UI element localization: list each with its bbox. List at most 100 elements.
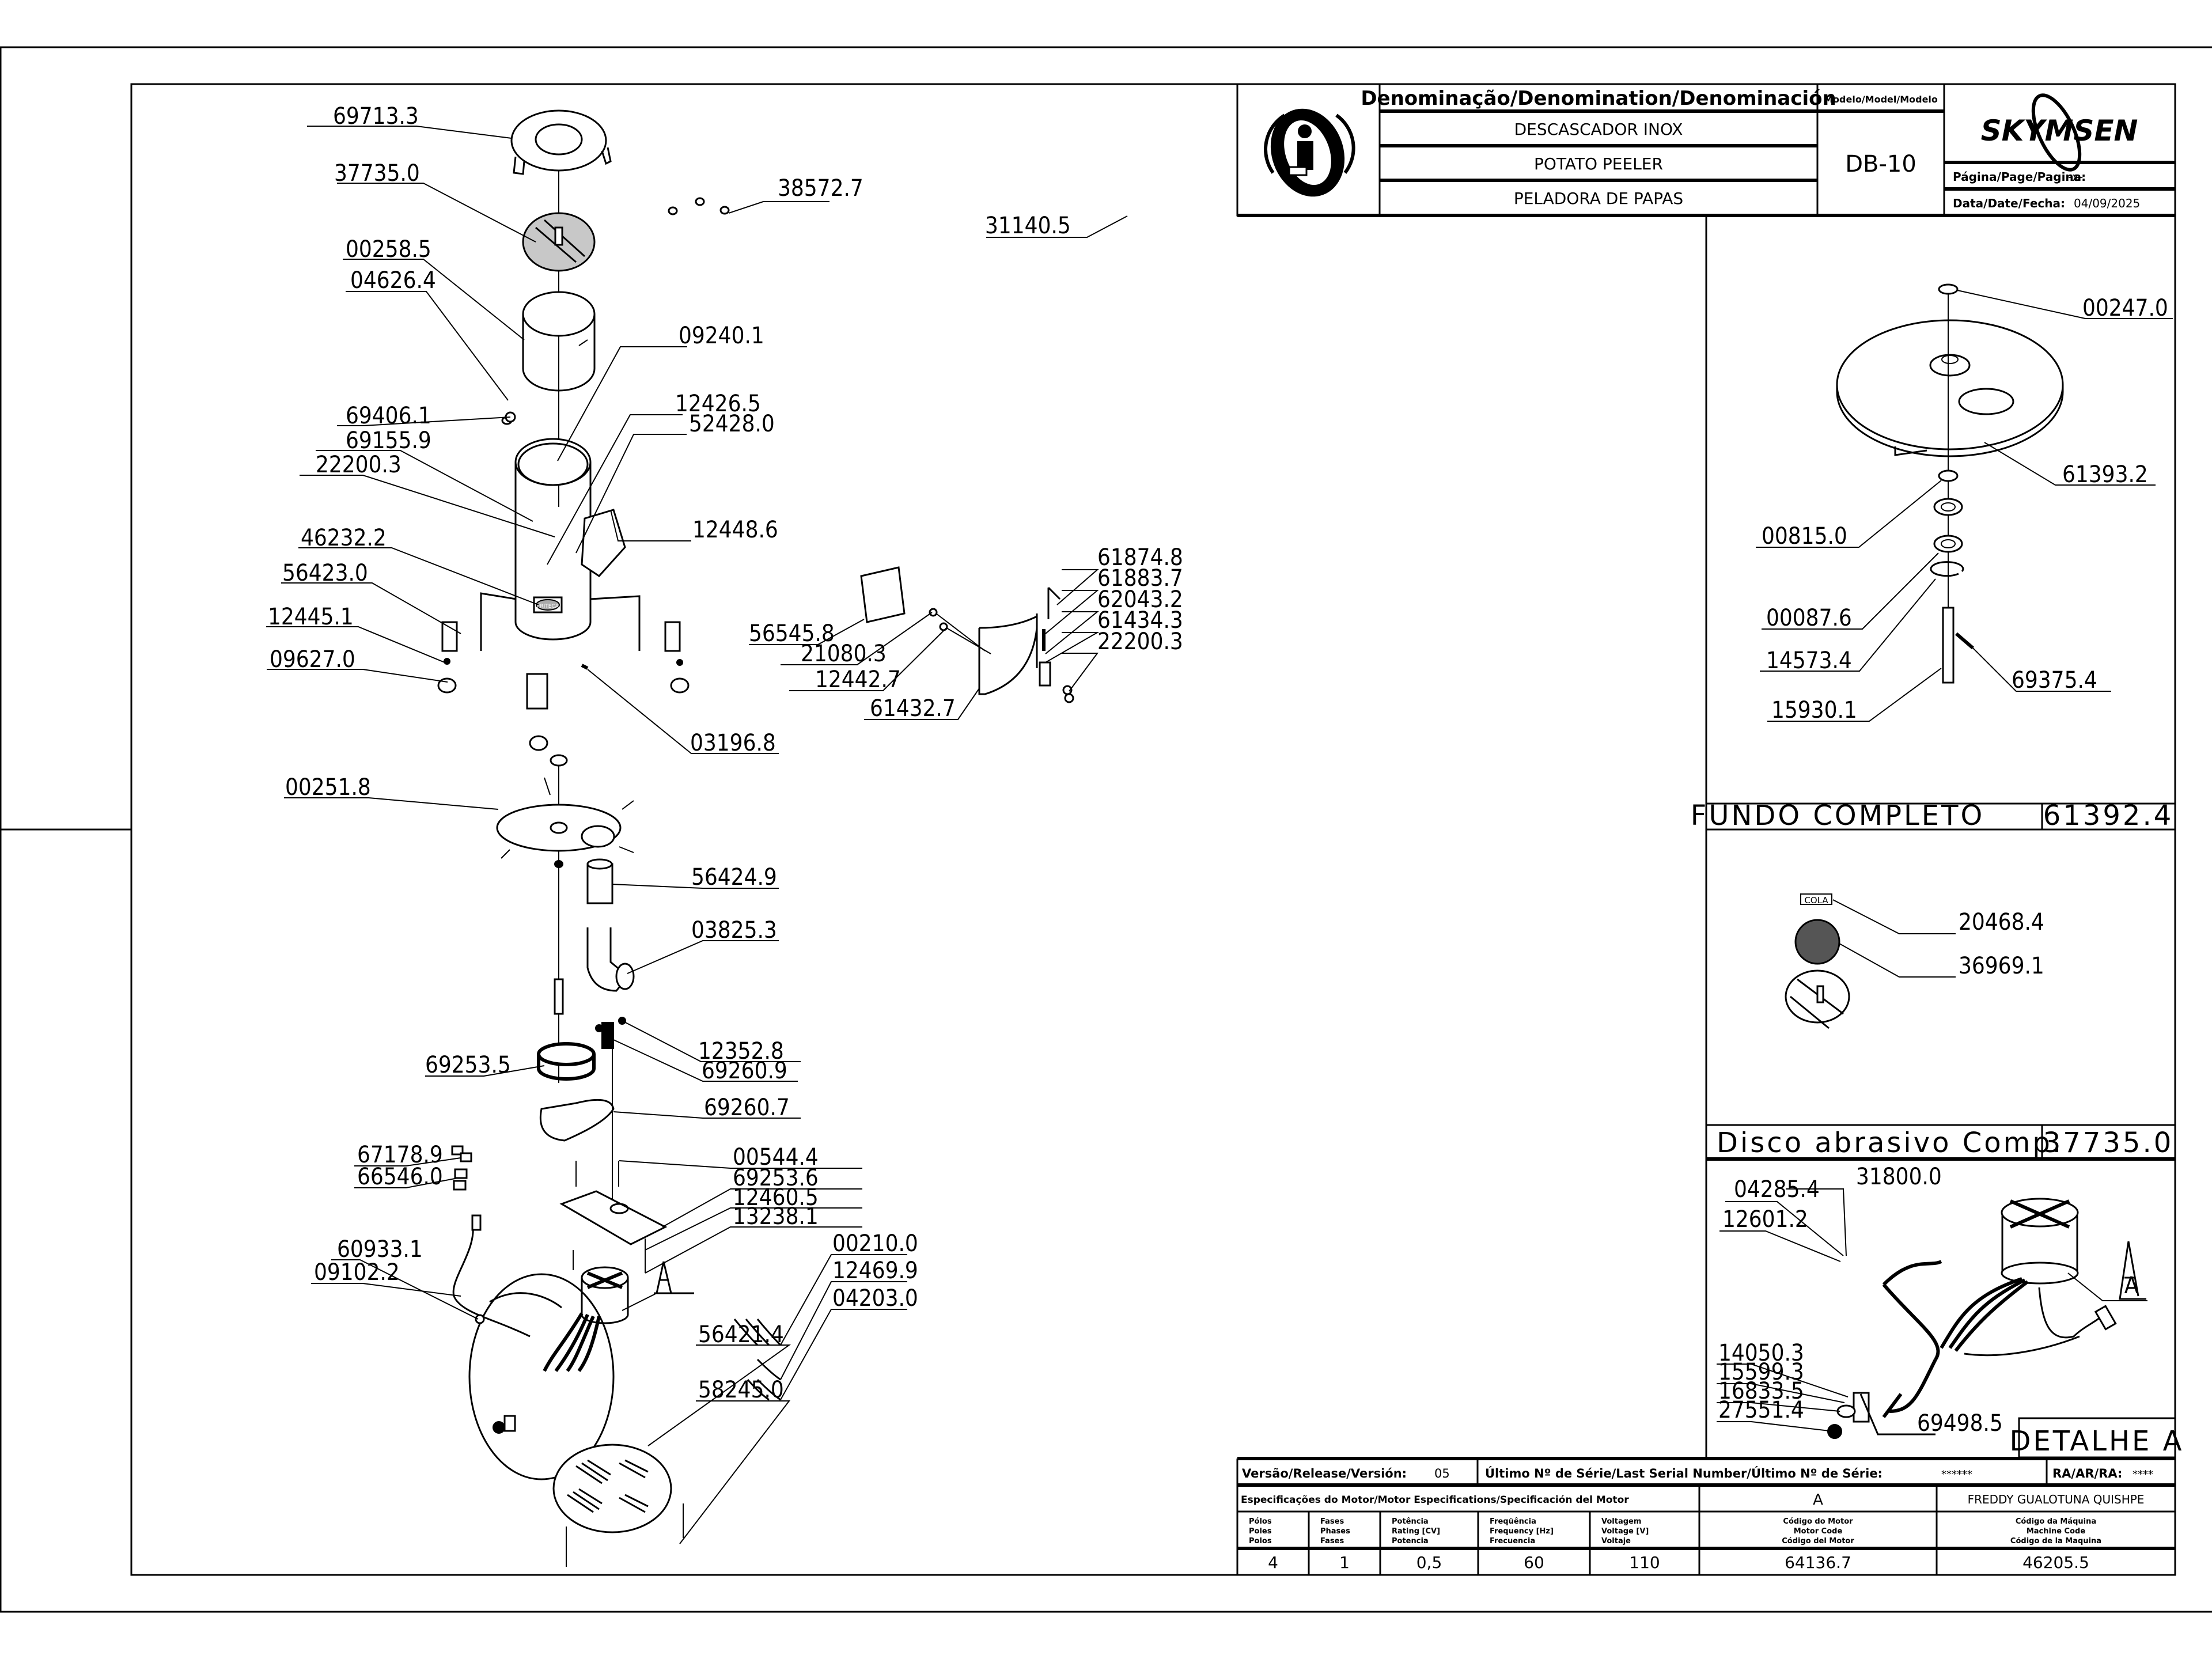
page-value: -x-: [2068, 170, 2083, 184]
part-label: 69375.4: [2012, 667, 2097, 694]
part-label: 03196.8: [690, 730, 776, 756]
part-label: 00251.8: [285, 774, 371, 801]
name-en: POTATO PEELER: [1534, 154, 1663, 173]
name-es: PELADORA DE PAPAS: [1514, 189, 1683, 208]
part-label: 56421.4: [698, 1321, 784, 1348]
part-label: 00247.0: [2082, 295, 2168, 321]
part-label: 00087.6: [1766, 605, 1852, 631]
motor-callout: [654, 1261, 694, 1294]
part-label: 04203.0: [832, 1285, 918, 1312]
spec-header: Potencia: [1392, 1537, 1429, 1546]
part-label: 03825.3: [691, 917, 777, 944]
spec-value: 1: [1339, 1553, 1350, 1572]
part-label: 61434.3: [1097, 607, 1183, 634]
part-label: 12469.9: [832, 1257, 918, 1284]
part-label: 69406.1: [346, 403, 431, 429]
disco-panel: COLA 20468.4 36969.1 Disco abrasivo Comp…: [1706, 893, 2175, 1161]
spec-header: Frequency [Hz]: [1490, 1527, 1554, 1536]
part-label: 61874.8: [1097, 544, 1183, 571]
disco-title: Disco abrasivo Comp.: [1717, 1127, 2063, 1159]
part-label: 61432.7: [870, 695, 956, 722]
part-label: 12460.5: [733, 1184, 819, 1211]
part-label: 31800.0: [1856, 1164, 1942, 1190]
spec-header: Código do Motor: [1783, 1517, 1853, 1526]
version-label: Versão/Release/Versión:: [1242, 1467, 1407, 1480]
part-label: 12448.6: [692, 517, 778, 543]
part-label: 56424.9: [691, 864, 777, 891]
denomination-header: Denominação/Denomination/Denominación: [1361, 87, 1836, 110]
spec-header: Voltage [V]: [1601, 1527, 1649, 1536]
part-label: 52428.0: [689, 411, 775, 437]
model-value: DB-10: [1845, 151, 1916, 177]
ra-label: RA/AR/RA:: [2052, 1467, 2122, 1480]
part-label: 20468.4: [1959, 909, 2044, 935]
spec-header: Voltaje: [1601, 1537, 1631, 1546]
motor-spec-label: Especificações do Motor/Motor Especifica…: [1241, 1494, 1629, 1506]
part-label: 14050.3: [1718, 1340, 1804, 1366]
part-label: 38572.7: [778, 175, 863, 202]
part-label: 62043.2: [1097, 586, 1183, 613]
spec-header: Fases: [1320, 1537, 1344, 1546]
part-label: 61883.7: [1097, 565, 1183, 592]
part-label: 04626.4: [350, 267, 436, 294]
part-label: 56545.8: [749, 620, 835, 647]
part-label: 00815.0: [1762, 523, 1847, 550]
part-label: 60933.1: [337, 1236, 423, 1263]
spec-header: Voltagem: [1601, 1517, 1641, 1526]
spec-header: Frecuencia: [1490, 1537, 1535, 1546]
part-label: 09240.1: [679, 323, 764, 349]
door-window: [860, 566, 906, 623]
title-block: Denominação/Denomination/Denominación Mo…: [1236, 83, 2176, 217]
date-label: Data/Date/Fecha:: [1953, 196, 2065, 210]
part-label: 67178.9: [357, 1142, 443, 1168]
motor-spec-table: PólosPolesPolos4FasesPhasesFases1Potênci…: [1249, 1517, 2101, 1572]
spec-value: 4: [1268, 1553, 1278, 1572]
part-label: 31140.5: [985, 213, 1071, 239]
version-value: 05: [1434, 1467, 1450, 1480]
spec-value: 60: [1524, 1553, 1544, 1572]
part-label: 69498.5: [1917, 1410, 2003, 1437]
spec-header: Fases: [1320, 1517, 1344, 1526]
nameplate-text: FRITECA: [537, 604, 559, 609]
part-label: 69260.9: [702, 1058, 787, 1084]
brand-name: SKYMSEN: [1981, 114, 2138, 147]
assistencia-tecnica-logo: [1264, 108, 1355, 197]
part-label: 66546.0: [357, 1164, 443, 1190]
spec-header: Código del Motor: [1782, 1537, 1854, 1546]
spec-header: Potência: [1392, 1517, 1429, 1526]
serial-label: Último Nº de Série/Last Serial Number/Úl…: [1485, 1466, 1883, 1480]
part-label: 09102.2: [314, 1259, 400, 1286]
spec-header: Código da Máquina: [2016, 1517, 2096, 1526]
lid: [510, 109, 607, 172]
part-label: 69713.3: [333, 103, 419, 130]
revision-letter: A: [1813, 1491, 1823, 1509]
part-label: 12601.2: [1722, 1206, 1808, 1233]
detail-title: DETALHE A: [2010, 1425, 2184, 1457]
part-label: 14573.4: [1766, 647, 1852, 674]
fundo-panel: 00247.0 61393.2 00815.0 00087.6 14573.4 …: [1691, 283, 2175, 832]
spec-value: 64136.7: [1785, 1553, 1851, 1572]
part-label: 00544.4: [733, 1144, 819, 1171]
serial-value: ******: [1941, 1468, 1972, 1480]
part-label: 36969.1: [1959, 953, 2044, 979]
detail-circle: [468, 1273, 615, 1480]
part-label: 15930.1: [1771, 697, 1857, 724]
footer-block: Versão/Release/Versión: 05 Último Nº de …: [1236, 1457, 2175, 1575]
main-part-labels: 69713.337735.038572.731140.500258.504626…: [268, 103, 1183, 1403]
part-label: 69155.9: [346, 427, 431, 454]
part-label: 12352.8: [698, 1038, 784, 1065]
part-label: 22200.3: [316, 452, 402, 478]
part-label: 69260.7: [704, 1094, 790, 1121]
spec-header: Machine Code: [2027, 1527, 2086, 1536]
part-label: 58245.0: [698, 1377, 784, 1403]
part-label: 21080.3: [801, 641, 887, 667]
bottom-grille: [552, 1444, 672, 1533]
spec-header: Rating [CV]: [1392, 1527, 1440, 1536]
spec-header: Motor Code: [1794, 1527, 1843, 1536]
part-label: 13238.1: [733, 1203, 819, 1230]
spec-header: Polos: [1249, 1537, 1272, 1546]
ra-value: ****: [2133, 1468, 2153, 1480]
fundo-title: FUNDO COMPLETO: [1691, 800, 1984, 832]
motor: [581, 1278, 629, 1324]
